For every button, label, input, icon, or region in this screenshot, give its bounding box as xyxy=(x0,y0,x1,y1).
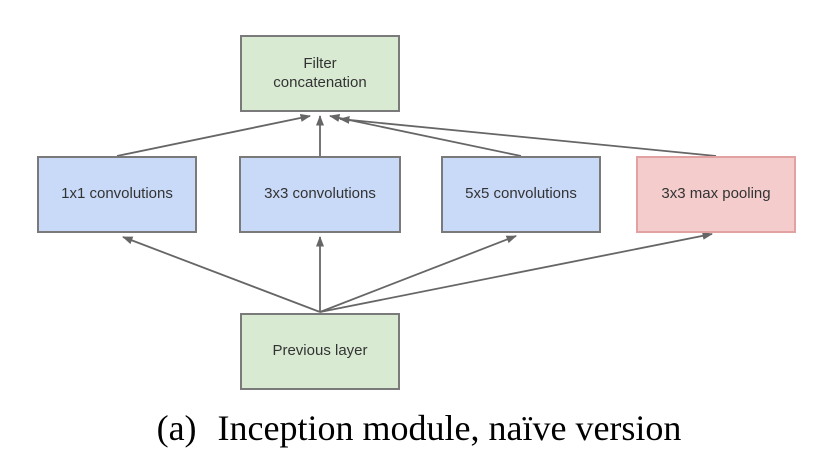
node-filter-concatenation-label: Filter concatenation xyxy=(273,54,367,91)
arrow-previous-to-conv1x1 xyxy=(122,236,321,313)
node-3x3-max-pooling: 3x3 max pooling xyxy=(636,156,796,233)
arrow-maxpool-to-filter-concat xyxy=(339,115,717,157)
node-previous-layer-label: Previous layer xyxy=(272,342,368,360)
figure-caption: (a) Inception module, naïve version xyxy=(0,403,838,453)
arrow-previous-to-conv5x5 xyxy=(319,235,517,313)
arrow-previous-to-maxpool xyxy=(319,231,713,313)
node-1x1-convolutions-label: 1x1 convolutions xyxy=(61,185,173,203)
arrow-conv1x1-to-filter-concat xyxy=(116,114,311,157)
node-3x3-max-pooling-label: 3x3 max pooling xyxy=(661,185,771,203)
arrow-conv5x5-to-filter-concat xyxy=(329,114,522,157)
node-3x3-convolutions-label: 3x3 convolutions xyxy=(264,185,376,203)
node-previous-layer: Previous layer xyxy=(240,313,400,390)
caption-text: Inception module, naïve version xyxy=(217,408,682,448)
node-1x1-convolutions: 1x1 convolutions xyxy=(37,156,197,233)
node-filter-concatenation: Filter concatenation xyxy=(240,35,400,112)
node-5x5-convolutions: 5x5 convolutions xyxy=(441,156,601,233)
node-5x5-convolutions-label: 5x5 convolutions xyxy=(465,185,577,203)
caption-prefix: (a) xyxy=(156,408,197,448)
node-3x3-convolutions: 3x3 convolutions xyxy=(239,156,401,233)
